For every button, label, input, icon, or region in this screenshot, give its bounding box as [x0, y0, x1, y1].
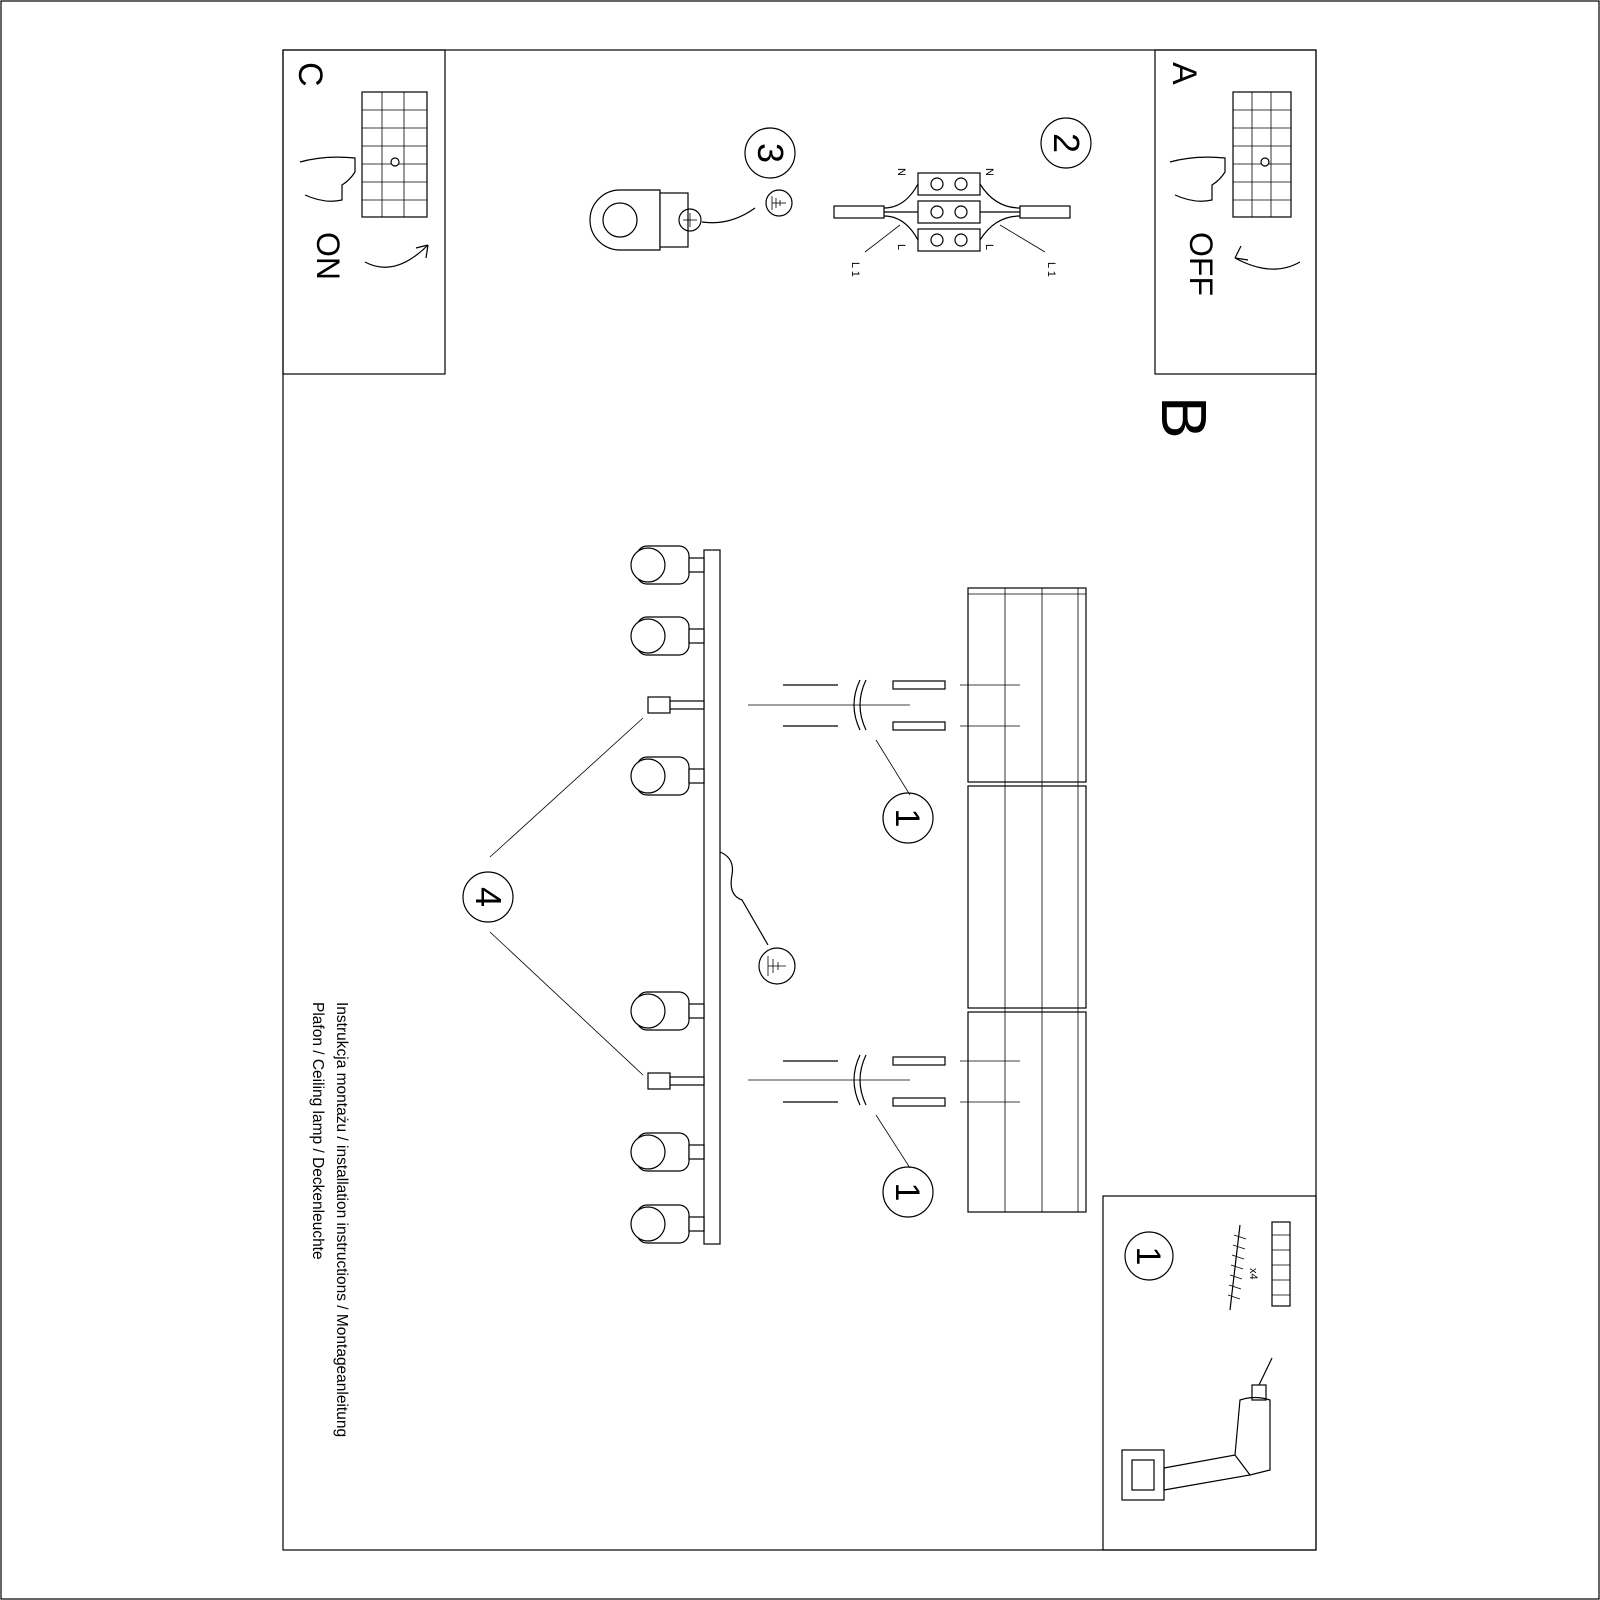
- screw-callout: 4: [462, 717, 644, 1076]
- spotlight: [630, 1204, 705, 1244]
- bracket-step-number: 1: [888, 809, 926, 828]
- wire-label-n: N: [895, 168, 907, 176]
- spotlight: [630, 616, 705, 656]
- wiring-diagram: 2 N N L L L 1 L 1: [833, 117, 1092, 277]
- ground-lug-icon: [589, 189, 661, 251]
- arrow-icon: [1234, 245, 1301, 270]
- wire-label-l: L: [983, 244, 995, 250]
- drill-icon: [1121, 1357, 1273, 1501]
- panel-c-letter: C: [291, 62, 329, 87]
- breaker-box-icon: [361, 91, 428, 218]
- wire-label-l: L: [895, 244, 907, 250]
- fixing-kit-panel: 1 x4: [1102, 1195, 1317, 1551]
- spotlight: [630, 1132, 705, 1172]
- panel-a-letter: A: [1165, 62, 1203, 85]
- panel-a-label: OFF: [1183, 232, 1219, 296]
- mounting-bracket-top: 1: [748, 679, 1020, 844]
- screw-step-number: 4: [468, 887, 509, 907]
- ground-step-number: 3: [750, 143, 791, 163]
- ground-symbol-icon: [765, 189, 793, 217]
- fixing-step-number: 1: [1129, 1247, 1167, 1266]
- terminal-block-icon: [917, 172, 981, 252]
- panel-c-label: ON: [310, 232, 346, 280]
- panel-a-power-off: A OFF: [1154, 49, 1317, 375]
- panel-b-letter: B: [1148, 396, 1220, 439]
- spotlight: [630, 756, 705, 796]
- fixing-quantity: x4: [1247, 1268, 1259, 1280]
- wire-label-l1: L 1: [1045, 262, 1057, 277]
- diagram-frame: [282, 49, 1317, 1551]
- lamp-fixture: [630, 545, 796, 1245]
- wall-plug-icon: [1271, 1221, 1291, 1307]
- instructions-title: Instrukcja montażu / installation instru…: [333, 1002, 350, 1437]
- product-title: Plafon / Ceiling lamp / Deckenleuchte: [309, 1002, 326, 1260]
- mounting-bracket-bottom: 1: [748, 1054, 1020, 1218]
- spotlight: [630, 991, 705, 1031]
- ground-wire: [719, 851, 769, 946]
- mounting-screw-bottom: [647, 1072, 705, 1090]
- hand-icon: [299, 156, 356, 202]
- ground-symbol-icon: [758, 947, 796, 985]
- spotlight: [630, 545, 705, 585]
- hand-icon: [1169, 156, 1226, 202]
- bracket-step-number: 1: [888, 1183, 926, 1202]
- lamp-base-bar: [703, 549, 721, 1245]
- mounting-screw-top: [647, 696, 705, 714]
- arrow-icon: [364, 244, 429, 268]
- panel-c-power-on: C ON: [282, 49, 446, 375]
- wire-label-l1: L 1: [849, 262, 861, 277]
- wiring-step-number: 2: [1046, 133, 1087, 153]
- ceiling-surface: [967, 587, 1087, 1213]
- ground-connection-diagram: 3: [589, 127, 796, 251]
- cable-left: [833, 205, 885, 219]
- cable-right: [1019, 205, 1071, 219]
- breaker-box-icon: [1232, 91, 1292, 218]
- screw-icon: [1227, 1224, 1247, 1311]
- wire-label-n: N: [983, 168, 995, 176]
